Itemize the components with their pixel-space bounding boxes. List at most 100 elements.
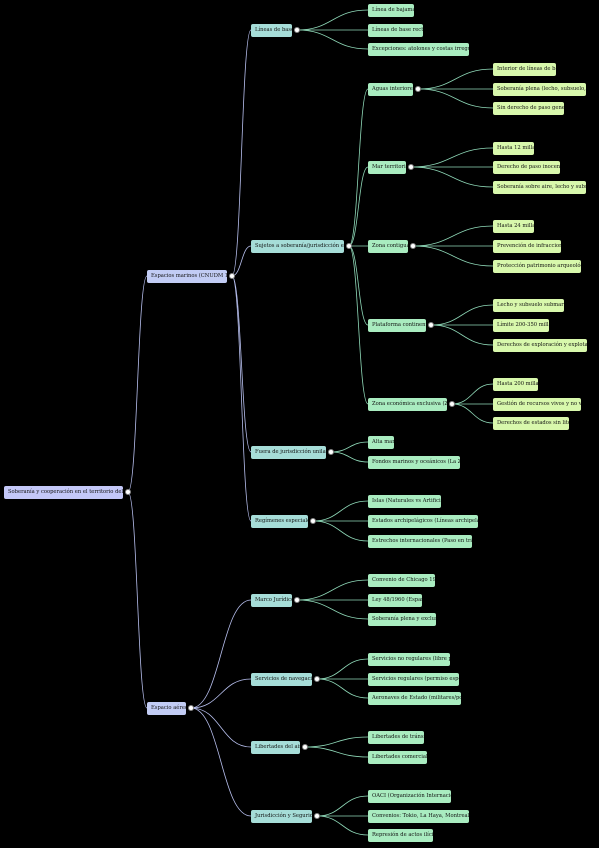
node-fuera-jurisdiccion[interactable]: Fuera de jurisdicción unilateral [251, 446, 326, 459]
connector-line [348, 166, 369, 247]
connector-line [231, 275, 252, 453]
item-hasta-200-millas[interactable]: Hasta 200 millas [493, 378, 538, 391]
item-limite-200-350[interactable]: Límite 200-350 millas [493, 319, 549, 332]
expand-toggle-regimenes[interactable] [310, 518, 316, 524]
expand-toggle-sujetos[interactable] [346, 243, 352, 249]
connector-line [417, 68, 494, 90]
item-convenio-chicago[interactable]: Convenio de Chicago 1944 [368, 574, 435, 587]
connector-line [430, 304, 494, 326]
item-paso-inocente[interactable]: Derecho de paso inocente [493, 161, 560, 174]
node-servicios-navegacion[interactable]: Servicios de navegación [251, 673, 312, 686]
connector-line [417, 88, 494, 109]
item-hasta-24-millas[interactable]: Hasta 24 millas [493, 220, 534, 233]
item-sin-derecho-paso[interactable]: Sin derecho de paso general [493, 102, 564, 115]
connector-line [127, 275, 148, 493]
expand-toggle-espacio-aereo[interactable] [188, 705, 194, 711]
item-alta-mar[interactable]: Alta mar [368, 436, 394, 449]
item-derechos-exploracion[interactable]: Derechos de exploración y explotación [493, 339, 587, 352]
item-ley-48-1960[interactable]: Ley 48/1960 (España) [368, 594, 422, 607]
node-jurisdiccion-seguridad[interactable]: Jurisdicción y Seguridad [251, 810, 312, 823]
item-servicios-no-regulares[interactable]: Servicios no regulares (libre paso) [368, 653, 450, 666]
node-zee[interactable]: Zona económica exclusiva (ZEE) [368, 398, 447, 411]
node-espacio-aereo[interactable]: Espacio aéreo [147, 702, 186, 715]
expand-toggle-plataforma[interactable] [428, 322, 434, 328]
connector-line [330, 451, 369, 463]
node-lineas-de-base[interactable]: Líneas de base [251, 24, 292, 37]
connector-line [430, 324, 494, 346]
item-excepciones[interactable]: Excepciones: atolones y costas irregular… [368, 43, 469, 56]
connector-line [304, 746, 369, 758]
item-fondos-marinos[interactable]: Fondos marinos y oceánicos (La Zona) [368, 456, 460, 469]
item-oaci[interactable]: OACI (Organización Internacional) [368, 790, 451, 803]
item-soberania-aire-lecho[interactable]: Soberanía sobre aire, lecho y subsuelo [493, 181, 586, 194]
connector-line [316, 795, 369, 817]
item-libertades-transito[interactable]: Libertades de tránsito [368, 731, 424, 744]
item-aeronaves-estado[interactable]: Aeronaves de Estado (militares/policía) [368, 692, 461, 705]
item-hasta-12-millas[interactable]: Hasta 12 millas [493, 142, 534, 155]
expand-toggle-espacios-marinos[interactable] [229, 273, 235, 279]
node-plataforma-continental[interactable]: Plataforma continental [368, 319, 426, 332]
connector-line [231, 29, 252, 277]
connector-line [304, 736, 369, 748]
item-convenios-tokio[interactable]: Convenios: Tokio, La Haya, Montreal, Pek… [368, 810, 469, 823]
connector-line [296, 599, 369, 620]
connector-line [330, 441, 369, 453]
expand-toggle-zona-contigua[interactable] [410, 243, 416, 249]
node-espacios-marinos[interactable]: Espacios marinos (CNUDM 1982) [147, 270, 227, 283]
expand-toggle-lineas-de-base[interactable] [294, 27, 300, 33]
connector-line [296, 9, 369, 31]
expand-toggle-aguas-interiores[interactable] [415, 86, 421, 92]
item-linea-bajamar[interactable]: Línea de bajamar [368, 4, 414, 17]
connector-line [316, 815, 369, 836]
connector-line [127, 491, 148, 709]
item-proteccion-patrimonio[interactable]: Protección patrimonio arqueológico [493, 260, 581, 273]
item-represion-actos[interactable]: Represión de actos ilícitos [368, 829, 433, 842]
item-lineas-rectas[interactable]: Líneas de base rectas [368, 24, 423, 37]
expand-toggle-marco-juridico[interactable] [294, 597, 300, 603]
connector-line [348, 245, 369, 326]
item-prevencion-infracciones[interactable]: Prevención de infracciones [493, 240, 561, 253]
root-node[interactable]: Soberanía y cooperación en el territorio… [4, 486, 123, 499]
item-soberania-plena-exclusiva[interactable]: Soberanía plena y exclusiva [368, 613, 436, 626]
connector-line [190, 707, 252, 748]
expand-toggle-root[interactable] [125, 489, 131, 495]
connector-line [190, 707, 252, 817]
item-estados-archipelagicos[interactable]: Estados archipelágicos (Líneas archipelá… [368, 515, 478, 528]
connector-line [312, 500, 369, 522]
expand-toggle-mar-territorial[interactable] [408, 164, 414, 170]
connector-line [410, 147, 494, 168]
item-interior-lineas-base[interactable]: Interior de líneas de base [493, 63, 556, 76]
item-estrechos[interactable]: Estrechos internacionales (Paso en tráns… [368, 535, 472, 548]
item-lecho-subsuelo[interactable]: Lecho y subsuelo submarino [493, 299, 564, 312]
item-servicios-regulares[interactable]: Servicios regulares (permiso especial) [368, 673, 459, 686]
expand-toggle-servicios[interactable] [314, 676, 320, 682]
item-islas[interactable]: Islas (Naturales vs Artificiales) [368, 495, 441, 508]
item-estados-sin-litoral[interactable]: Derechos de estados sin litoral [493, 417, 569, 430]
connector-line [412, 225, 494, 247]
expand-toggle-libertades[interactable] [302, 744, 308, 750]
connector-line [312, 520, 369, 542]
connector-line [231, 245, 252, 277]
connector-line [190, 678, 252, 709]
expand-toggle-fuera-jurisdiccion[interactable] [328, 449, 334, 455]
item-libertades-comerciales[interactable]: Libertades comerciales [368, 751, 427, 764]
node-marco-juridico[interactable]: Marco Jurídico [251, 594, 292, 607]
expand-toggle-zee[interactable] [449, 401, 455, 407]
expand-toggle-jurisdiccion-seguridad[interactable] [314, 813, 320, 819]
connector-line [348, 245, 369, 405]
connector-line [451, 383, 494, 405]
item-soberania-plena[interactable]: Soberanía plena (lecho, subsuelo, aire) [493, 83, 586, 96]
connector-line [412, 245, 494, 267]
node-regimenes-especiales[interactable]: Regímenes especiales [251, 515, 308, 528]
node-sujetos-soberania[interactable]: Sujetos a soberanía/jurisdicción estatal [251, 240, 344, 253]
node-mar-territorial[interactable]: Mar territorial [368, 161, 406, 174]
item-gestion-recursos[interactable]: Gestión de recursos vivos y no vivos [493, 398, 581, 411]
node-libertades-aire[interactable]: Libertades del aire [251, 741, 300, 754]
connector-line [410, 166, 494, 188]
connector-line [451, 403, 494, 424]
connector-line [296, 29, 369, 50]
node-aguas-interiores[interactable]: Aguas interiores [368, 83, 413, 96]
node-zona-contigua[interactable]: Zona contigua [368, 240, 408, 253]
connector-line [296, 579, 369, 601]
